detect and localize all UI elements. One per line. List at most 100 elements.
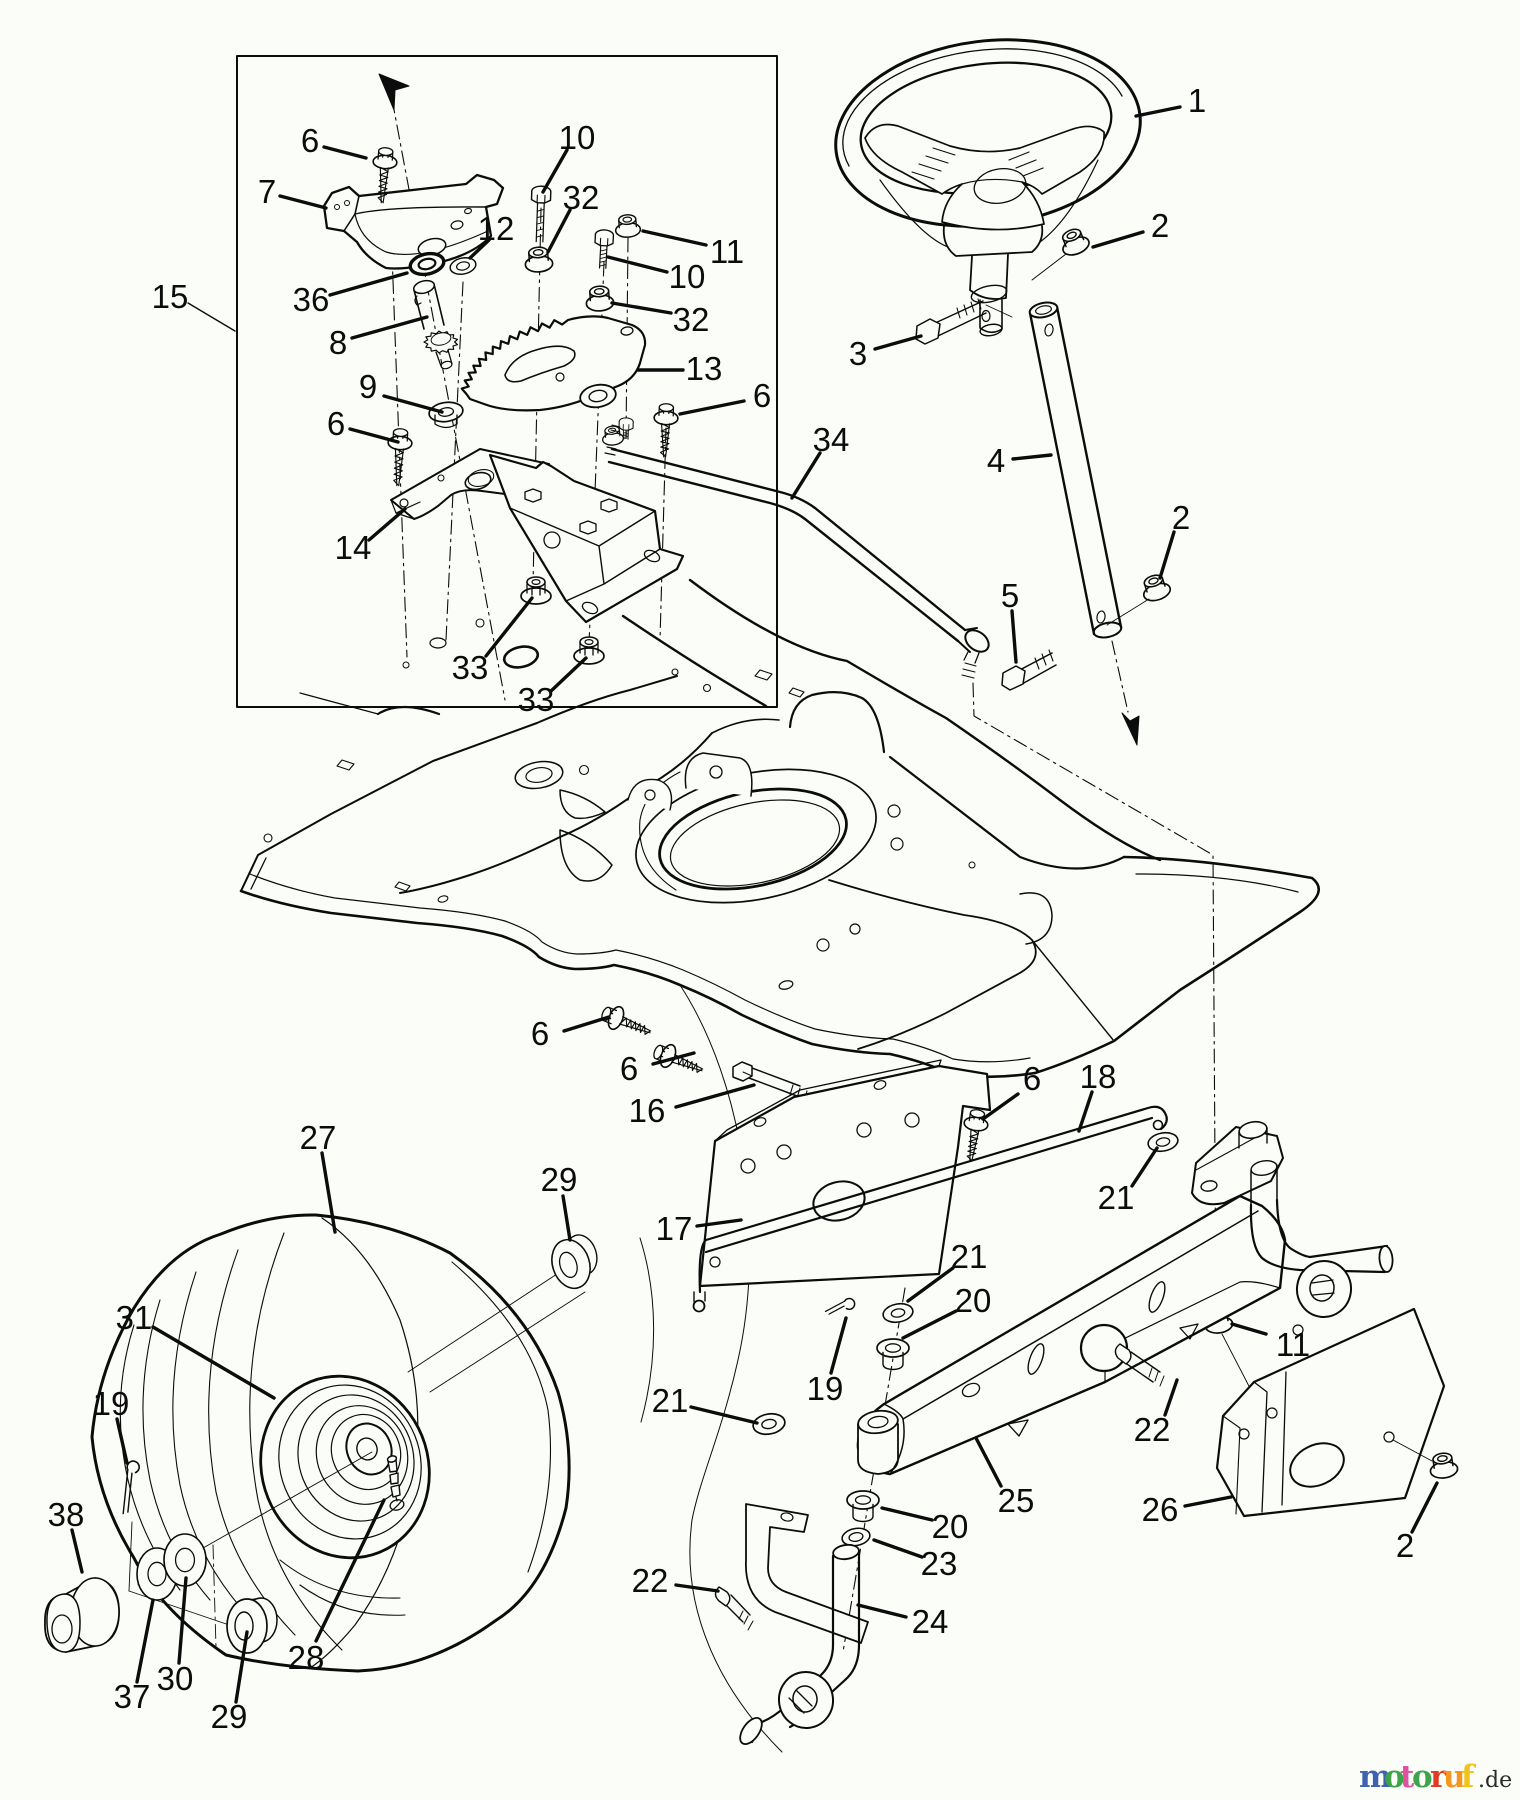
centerline: [391, 98, 506, 701]
leader-line: [981, 1092, 1020, 1121]
shoulder-bushing: [551, 1234, 598, 1290]
ellipse: [778, 980, 794, 990]
rod-34: [607, 447, 967, 643]
part-number: 31: [116, 1299, 153, 1336]
cotter-pin: [122, 1460, 140, 1515]
callout-31-47: 31: [116, 1299, 276, 1400]
part-number: 6: [1023, 1060, 1041, 1097]
leader-line: [70, 1528, 84, 1574]
outline: [693, 1291, 706, 1303]
flange-screw: [387, 428, 413, 487]
ellipse: [1148, 577, 1159, 585]
leader-line: [468, 238, 491, 260]
support-bracket: [488, 453, 685, 624]
leader-line: [1134, 105, 1182, 118]
callout-22-43: 22: [632, 1562, 720, 1599]
shaft-hole-bottom: [1096, 610, 1106, 624]
callout-32-8: 32: [610, 301, 710, 338]
rim-ring: [297, 1394, 415, 1522]
logo-letter: t: [1400, 1759, 1415, 1795]
part-number: 6: [753, 377, 771, 414]
ellipse: [581, 601, 599, 615]
leader-line: [872, 1538, 924, 1559]
part-number: 15: [152, 278, 189, 315]
callout-18-30: 18: [1077, 1058, 1116, 1133]
steering-shaft-4: [1028, 301, 1123, 639]
circle: [334, 204, 340, 210]
ellipse: [429, 637, 447, 649]
flange-nut: [585, 285, 615, 312]
outline: [969, 1128, 980, 1162]
callout-5-24: 5: [1001, 577, 1019, 664]
part-number: 22: [1134, 1411, 1171, 1448]
part-number: 21: [1098, 1179, 1135, 1216]
align-line: [1106, 598, 1150, 626]
leader-line: [562, 1015, 611, 1033]
callout-21-35: 21: [652, 1382, 759, 1425]
callout-23-42: 23: [872, 1538, 957, 1582]
ellipse: [876, 1338, 910, 1358]
threads: [1148, 1367, 1165, 1387]
align-line: [1221, 1333, 1253, 1393]
shaft-top-bore: [1035, 305, 1052, 315]
ellipse: [653, 410, 679, 426]
part-number: 3: [849, 335, 867, 372]
line: [535, 234, 544, 238]
flange-nut: [1061, 228, 1090, 256]
valve-stem-28: [386, 1455, 405, 1511]
circle: [856, 1122, 872, 1138]
leader-line: [541, 148, 569, 194]
line: [599, 252, 608, 256]
circle: [1292, 1324, 1304, 1336]
right-wing-inner: [1135, 873, 1299, 893]
part-number: 38: [48, 1496, 85, 1533]
part-number: 6: [620, 1050, 638, 1087]
ellipse: [372, 154, 398, 170]
stud-threads: [610, 424, 621, 433]
washer-hole: [147, 1561, 167, 1587]
hex-head: [600, 498, 618, 513]
callout-6-29: 6: [981, 1060, 1041, 1121]
line: [599, 264, 607, 267]
part-number: 30: [157, 1660, 194, 1697]
line: [599, 260, 607, 263]
outline: [379, 166, 389, 204]
support-folds: [509, 507, 661, 602]
pan-back-edge: [240, 675, 678, 892]
circle: [344, 200, 350, 206]
washer-outer: [449, 256, 477, 276]
b17-folds2: [957, 1105, 964, 1148]
outline: [1143, 576, 1166, 593]
leader-line: [651, 1051, 696, 1066]
outline: [655, 1045, 670, 1063]
part-number: 33: [452, 649, 489, 686]
flap-a: [559, 789, 606, 820]
align-line: [1392, 1439, 1433, 1462]
ellipse: [1437, 1455, 1448, 1463]
slot: [394, 881, 411, 892]
boss-bottom: [970, 284, 1008, 304]
outline: [413, 283, 445, 330]
cap-front: [46, 1593, 81, 1653]
tie-rod-34: [601, 424, 990, 679]
part-number: 33: [518, 681, 555, 718]
plate14-hole-lip: [467, 469, 495, 487]
part-number: 32: [673, 301, 710, 338]
steering-arm: [1191, 1120, 1284, 1206]
centerline: [972, 682, 1217, 1321]
cotter-pin: [824, 1297, 856, 1315]
logo-letter: r: [1430, 1759, 1447, 1795]
leader-line: [873, 334, 923, 351]
leader-line: [382, 394, 444, 414]
ellipse: [377, 147, 394, 157]
outline: [392, 430, 409, 442]
callout-14-15: 14: [335, 507, 407, 566]
hub-boss: [969, 253, 1009, 300]
circle: [904, 1112, 920, 1128]
hex-bolt: [530, 185, 552, 243]
arm-crease: [1195, 1134, 1261, 1171]
steering-wheel-assembly: [972, 228, 1217, 1321]
outline: [604, 446, 617, 456]
part-number: 21: [951, 1238, 988, 1275]
centerline: [389, 199, 408, 658]
